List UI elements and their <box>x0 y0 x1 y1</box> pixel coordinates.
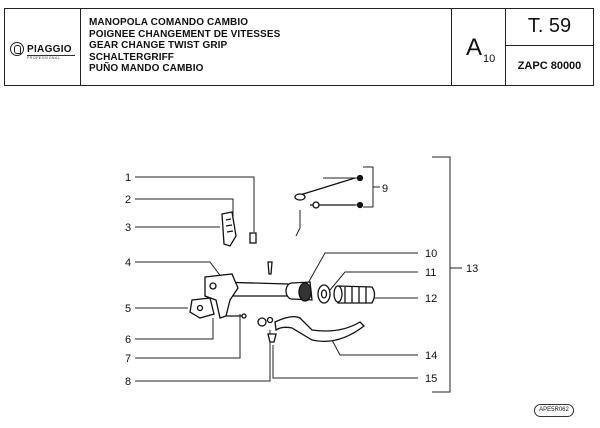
leader-2 <box>135 198 234 218</box>
bracket-13 <box>432 156 451 393</box>
screw-2 <box>267 261 273 275</box>
cover-rib-3 <box>226 230 234 233</box>
leader-15 <box>272 345 418 379</box>
leader-1 <box>135 176 255 232</box>
callout-3: 3 <box>125 222 131 234</box>
table-divider <box>506 45 593 46</box>
leader-10 <box>306 252 418 286</box>
rubber-grip <box>337 285 376 304</box>
cable-end-a <box>356 174 364 182</box>
rubber-grip-end <box>333 285 343 303</box>
cable-pin-head <box>312 201 320 209</box>
header-table: PIAGGIO PROFESSIONAL MANOPOLA COMANDO CA… <box>4 8 594 86</box>
lever-cover <box>221 211 237 247</box>
washer-hole <box>320 289 328 299</box>
callout-2: 2 <box>125 194 131 206</box>
bracket-9 <box>363 166 374 208</box>
model-code: ZAPC 80000 <box>517 60 582 72</box>
part-titles: MANOPOLA COMANDO CAMBIO POIGNEE CHANGEME… <box>89 17 280 75</box>
twist-grip-ring <box>298 282 312 302</box>
title-fr: POIGNEE CHANGEMENT DE VITESSES <box>89 28 281 40</box>
leader-7 <box>135 314 241 359</box>
table-cell: T. 59 ZAPC 80000 <box>505 9 593 85</box>
clutch-lever <box>274 316 365 343</box>
cover-rib-2 <box>225 224 233 227</box>
title-it: MANOPOLA COMANDO CAMBIO <box>89 17 249 28</box>
brand-underline <box>27 55 75 56</box>
lever-bush <box>257 317 267 327</box>
callout-1: 1 <box>125 172 131 184</box>
parts-group <box>189 174 376 343</box>
section-code-cell: A 10 <box>451 9 505 85</box>
title-de: SCHALTERGRIFF <box>89 51 174 63</box>
title-en: GEAR CHANGE TWIST GRIP <box>89 40 228 52</box>
clamp-hole <box>196 304 204 312</box>
leader-6 <box>135 318 214 340</box>
cable-link <box>299 177 356 196</box>
cable-end-b <box>356 201 364 209</box>
section-letter: A <box>466 34 483 61</box>
callout-9: 9 <box>382 183 388 195</box>
leader-4 <box>135 261 223 279</box>
drawing-reference-badge: APE5R062 <box>534 404 574 417</box>
brand-name: PIAGGIO <box>27 44 72 55</box>
brand-subtitle: PROFESSIONAL <box>27 56 61 60</box>
callout-10: 10 <box>425 248 437 260</box>
callout-7: 7 <box>125 353 131 365</box>
lever-pin <box>266 316 274 324</box>
cable-eye <box>294 193 306 201</box>
clamp-screw-head <box>241 313 247 319</box>
callout-4: 4 <box>125 257 131 269</box>
table-number: T. 59 <box>527 15 572 37</box>
leader-14 <box>331 339 418 356</box>
callout-6: 6 <box>125 334 131 346</box>
callout-13: 13 <box>466 263 478 275</box>
title-es: PUÑO MANDO CAMBIO <box>89 63 204 75</box>
callout-12: 12 <box>425 293 437 305</box>
callout-5: 5 <box>125 303 131 315</box>
logo-cell: PIAGGIO PROFESSIONAL <box>5 9 81 85</box>
callout-8: 8 <box>125 376 131 388</box>
leader-11 <box>329 271 418 291</box>
holder-bore <box>209 282 217 290</box>
screw-1 <box>249 232 257 244</box>
leader-9c <box>295 210 301 237</box>
callout-15: 15 <box>425 373 437 385</box>
lever-nut <box>267 333 277 343</box>
callout-11: 11 <box>425 267 436 279</box>
cover-rib-1 <box>225 218 232 221</box>
section-subscript: 10 <box>483 53 496 65</box>
callout-14: 14 <box>425 350 437 362</box>
leader-8 <box>135 330 271 382</box>
piaggio-logo-icon <box>10 42 24 56</box>
